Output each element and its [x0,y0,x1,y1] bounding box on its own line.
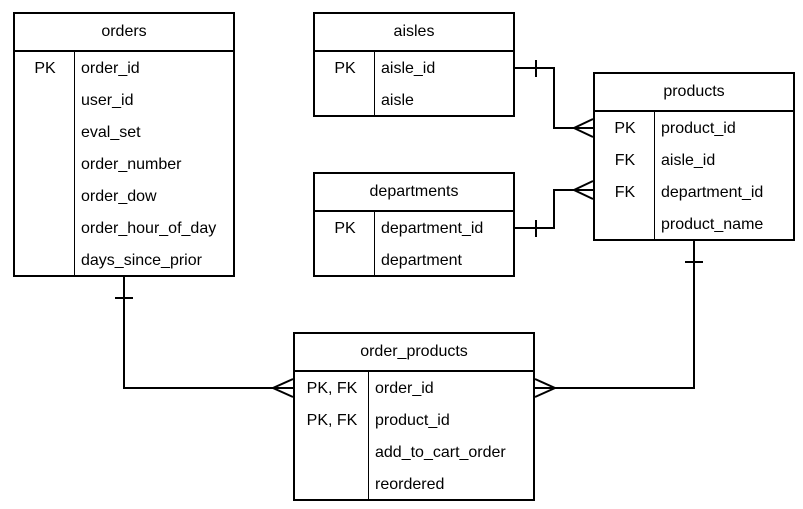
table-row: FK department_id [595,177,793,209]
column-name: user_id [81,92,134,109]
key-label: PK, FK [306,412,358,429]
table-row: reordered [295,469,533,501]
table-products: products PK product_id FK aisle_id FK depar… [593,72,795,241]
column-name: product_id [661,120,736,137]
relationship-aisles-products [515,67,593,129]
table-row: order_dow [15,181,233,213]
table-row: FK aisle_id [595,145,793,177]
table-row: PK, FK order_id [295,373,533,405]
relationship-orders-order-products [123,277,293,389]
table-row: eval_set [15,117,233,149]
table-title: departments [315,174,513,212]
column-divider [654,112,655,241]
column-name: department [381,252,462,269]
many-marker [571,180,594,200]
key-label: FK [614,152,636,169]
table-row: PK product_id [595,113,793,145]
key-label: PK [614,120,636,137]
column-name: add_to_cart_order [375,444,506,461]
table-row: product_name [595,209,793,241]
table-row: PK order_id [15,53,233,85]
column-name: aisle_id [661,152,716,169]
column-divider [374,212,375,277]
column-name: order_id [375,380,434,397]
relationship-departments-products [515,189,593,229]
key-label: PK [334,60,356,77]
column-name: days_since_prior [81,252,202,269]
column-divider [74,52,75,277]
key-label: PK [334,220,356,237]
table-orders: orders PK order_id user_id eval_set order… [13,12,235,277]
many-marker [270,378,294,398]
table-row: PK aisle_id [315,53,513,85]
table-title: aisles [315,14,513,52]
table-row: aisle [315,85,513,117]
column-name: product_id [375,412,450,429]
table-title: products [595,74,793,112]
column-name: reordered [375,476,445,493]
table-order-products: order_products PK, FK order_id PK, FK prod… [293,332,535,501]
table-row: add_to_cart_order [295,437,533,469]
table-row: user_id [15,85,233,117]
column-name: product_name [661,216,764,233]
column-divider [368,372,369,501]
table-title: order_products [295,334,533,372]
table-row: order_hour_of_day [15,213,233,245]
relationship-products-order-products [535,241,695,389]
key-label: FK [614,184,636,201]
column-name: aisle [381,92,414,109]
column-name: order_hour_of_day [81,220,217,237]
column-name: order_number [81,156,182,173]
column-name: aisle_id [381,60,436,77]
column-name: eval_set [81,124,141,141]
column-name: order_dow [81,188,157,205]
table-row: department [315,245,513,277]
key-label: PK [34,60,56,77]
table-aisles: aisles PK aisle_id aisle [313,12,515,117]
column-name: order_id [81,60,140,77]
column-divider [374,52,375,117]
table-row: days_since_prior [15,245,233,277]
table-title: orders [15,14,233,52]
table-row: order_number [15,149,233,181]
table-row: PK, FK product_id [295,405,533,437]
many-marker [534,378,558,398]
table-row: PK department_id [315,213,513,245]
key-label: PK, FK [306,380,358,397]
table-departments: departments PK department_id department [313,172,515,277]
many-marker [571,118,594,138]
column-name: department_id [661,184,764,201]
column-name: department_id [381,220,484,237]
